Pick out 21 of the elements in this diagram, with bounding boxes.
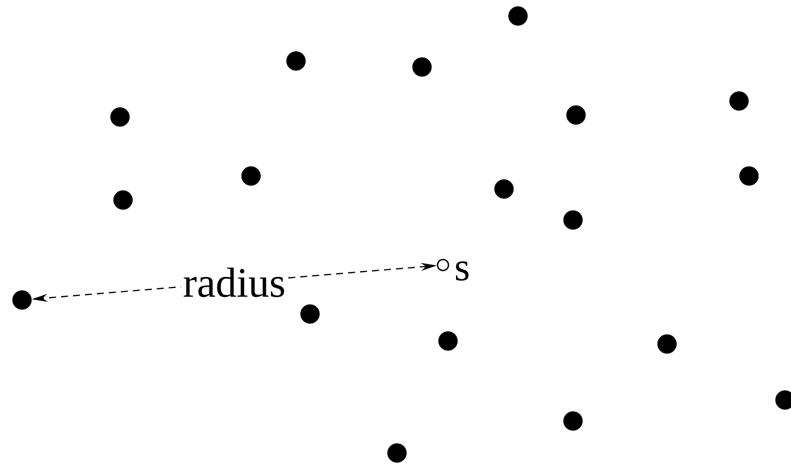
- dot: [387, 443, 407, 463]
- dot: [113, 190, 133, 210]
- dot: [563, 210, 583, 230]
- dot: [412, 57, 432, 77]
- hollow-dot: [436, 258, 450, 272]
- edge-label: radius: [180, 266, 288, 300]
- dot: [563, 411, 583, 431]
- dot: [566, 105, 586, 125]
- dot: [241, 166, 261, 186]
- dot: [729, 91, 749, 111]
- dot: [300, 304, 320, 324]
- dot: [494, 179, 514, 199]
- dot: [12, 290, 32, 310]
- dot: [657, 334, 677, 354]
- dot: [775, 390, 791, 410]
- node-label: s: [456, 261, 468, 281]
- dot: [110, 107, 130, 127]
- dot: [739, 166, 759, 186]
- dot: [508, 6, 528, 26]
- dot: [438, 331, 458, 351]
- dot: [286, 51, 306, 71]
